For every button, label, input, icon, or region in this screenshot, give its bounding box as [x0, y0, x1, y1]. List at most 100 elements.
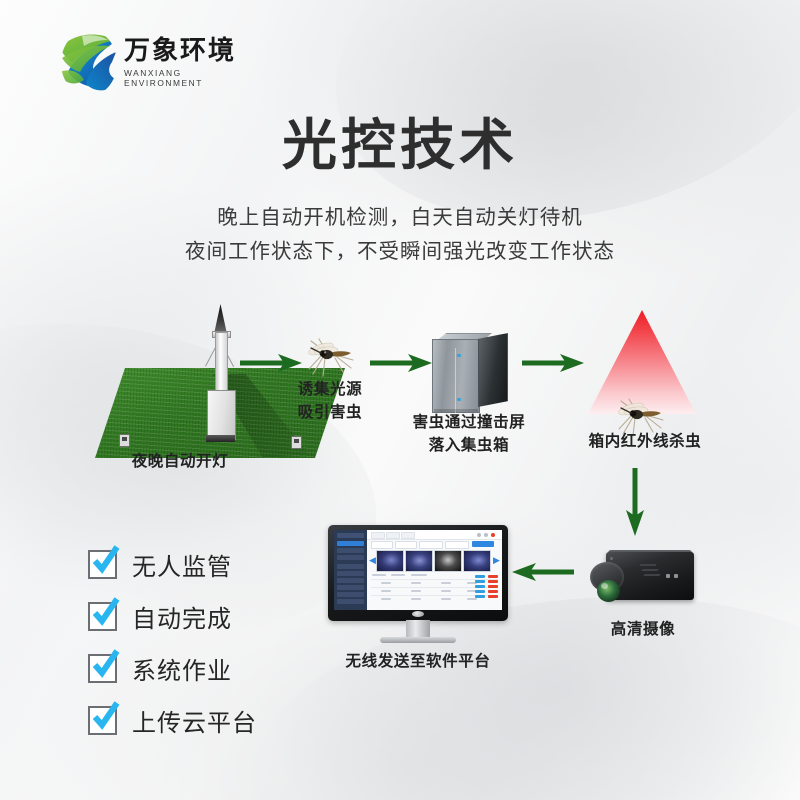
cabinet-indicator: [457, 398, 461, 401]
software-thumbnail[interactable]: [463, 550, 491, 572]
software-badge-red: [488, 575, 498, 578]
grass-field-lamp-icon: [95, 304, 345, 458]
caption-lamp: 夜晚自动开灯: [80, 450, 280, 473]
checklist-item-1[interactable]: 自动完成: [88, 590, 257, 642]
software-table-cell: [411, 590, 421, 592]
checklist-item-0[interactable]: 无人监管: [88, 538, 257, 590]
software-table-divider: [371, 579, 498, 580]
camera-screw: [610, 557, 613, 560]
mosquito-icon: [308, 338, 354, 377]
software-table-cell: [467, 598, 477, 600]
checkbox-0[interactable]: [88, 544, 120, 579]
carousel-next-icon[interactable]: ▶: [493, 555, 500, 565]
caption-ir-line-1: 箱内红外线杀虫: [588, 432, 702, 450]
caption-lamp-line-1: 夜晚自动开灯: [131, 452, 229, 470]
window-maximize-icon[interactable]: [484, 532, 488, 537]
caption-insect: 诱集光源 吸引害虫: [245, 378, 415, 424]
caption-camera-line-1: 高清摄像: [610, 620, 676, 638]
page-subtitle: 晚上自动开机检测，白天自动关灯待机 夜间工作状态下，不受瞬间强光改变工作状态: [0, 200, 800, 268]
software-thumbnail[interactable]: [405, 550, 433, 572]
software-nav-item: [337, 548, 364, 553]
software-table-cell: [411, 582, 421, 584]
carousel-prev-icon[interactable]: ◀: [369, 555, 376, 565]
check-icon: [92, 648, 120, 678]
software-filter-field[interactable]: [371, 541, 393, 549]
software-table-cell: [467, 582, 477, 584]
camera-vent: [641, 569, 659, 571]
arrow-ir-to-camera: [626, 468, 644, 536]
check-icon: [92, 544, 120, 574]
software-table-cell: [467, 590, 477, 592]
brand-name-cn: 万象环境: [124, 36, 237, 66]
software-table-header: [391, 574, 405, 576]
software-badge-blue: [475, 575, 485, 578]
cabinet-side-panel: [478, 333, 508, 407]
software-table-cell: [441, 598, 451, 600]
caption-ir: 箱内红外线杀虫: [550, 430, 740, 453]
lamp-head: [214, 304, 227, 334]
cabinet-shadow: [434, 409, 478, 412]
software-table-cell: [381, 590, 391, 592]
background-swirl-3: [236, 567, 800, 800]
software-menu-item: [386, 532, 400, 539]
checkbox-2[interactable]: [88, 648, 120, 683]
caption-cabinet: 害虫通过撞击屏 落入集虫箱: [384, 411, 554, 457]
software-nav-item: [337, 555, 364, 560]
checklist-item-3[interactable]: 上传云平台: [88, 694, 257, 746]
software-search-button[interactable]: [472, 541, 494, 547]
software-badge-red: [488, 590, 498, 593]
software-filter-field[interactable]: [445, 541, 469, 549]
monitor-power-indicator: [412, 611, 424, 617]
check-icon: [92, 700, 120, 730]
software-table-cell: [441, 582, 451, 584]
cabinet-top: [432, 333, 492, 344]
software-table-divider: [371, 587, 498, 588]
mosquito-icon-killed: [618, 398, 664, 437]
cabinet-front-panel: [432, 339, 480, 416]
camera-led: [666, 574, 670, 578]
software-nav-item: [337, 592, 364, 597]
caption-insect-line-2: 吸引害虫: [297, 403, 363, 421]
checklist-item-2[interactable]: 系统作业: [88, 642, 257, 694]
camera-lens-housing: [590, 562, 624, 602]
lamp-control-box: [207, 390, 236, 440]
arrow-cabinet-to-ir: [522, 354, 584, 372]
caption-insect-line-1: 诱集光源: [297, 380, 363, 398]
software-nav-item-active: [337, 541, 364, 546]
software-table-cell: [411, 598, 421, 600]
caption-cabinet-line-1: 害虫通过撞击屏: [412, 413, 526, 431]
software-thumbnail[interactable]: [376, 550, 404, 572]
checklist-label-0: 无人监管: [132, 552, 232, 581]
caption-cabinet-line-2: 落入集虫箱: [428, 436, 510, 454]
software-badge-red: [488, 580, 498, 583]
window-close-icon[interactable]: [491, 532, 495, 537]
software-thumbnail[interactable]: [434, 550, 462, 572]
software-table-header: [372, 574, 386, 576]
cabinet-indicator: [457, 354, 461, 357]
software-filter-field[interactable]: [419, 541, 443, 549]
monitor-stand-foot: [380, 637, 456, 643]
check-icon: [92, 596, 120, 626]
field-device-icon: [291, 436, 302, 449]
software-badge-blue: [475, 580, 485, 583]
window-minimize-icon[interactable]: [477, 532, 481, 537]
software-menu-item: [401, 532, 415, 539]
software-table-cell: [381, 598, 391, 600]
subtitle-line-2: 夜间工作状态下，不受瞬间强光改变工作状态: [185, 239, 615, 263]
software-nav-item: [337, 564, 364, 569]
software-sidebar: [334, 530, 367, 610]
checkbox-1[interactable]: [88, 596, 120, 631]
checklist-label-2: 系统作业: [132, 656, 232, 685]
software-filter-field[interactable]: [395, 541, 417, 549]
arrow-insect-to-cabinet: [370, 354, 432, 372]
caption-monitor: 无线发送至软件平台: [318, 650, 518, 673]
software-badge-red: [488, 595, 498, 598]
checkbox-3[interactable]: [88, 700, 120, 735]
lamp-base: [206, 435, 235, 442]
monitor-screen: ◀ ▶: [334, 530, 502, 610]
camera-vent: [639, 564, 657, 566]
field-device-icon: [119, 434, 130, 447]
software-table-cell: [441, 590, 451, 592]
page-title: 光控技术: [281, 113, 518, 177]
